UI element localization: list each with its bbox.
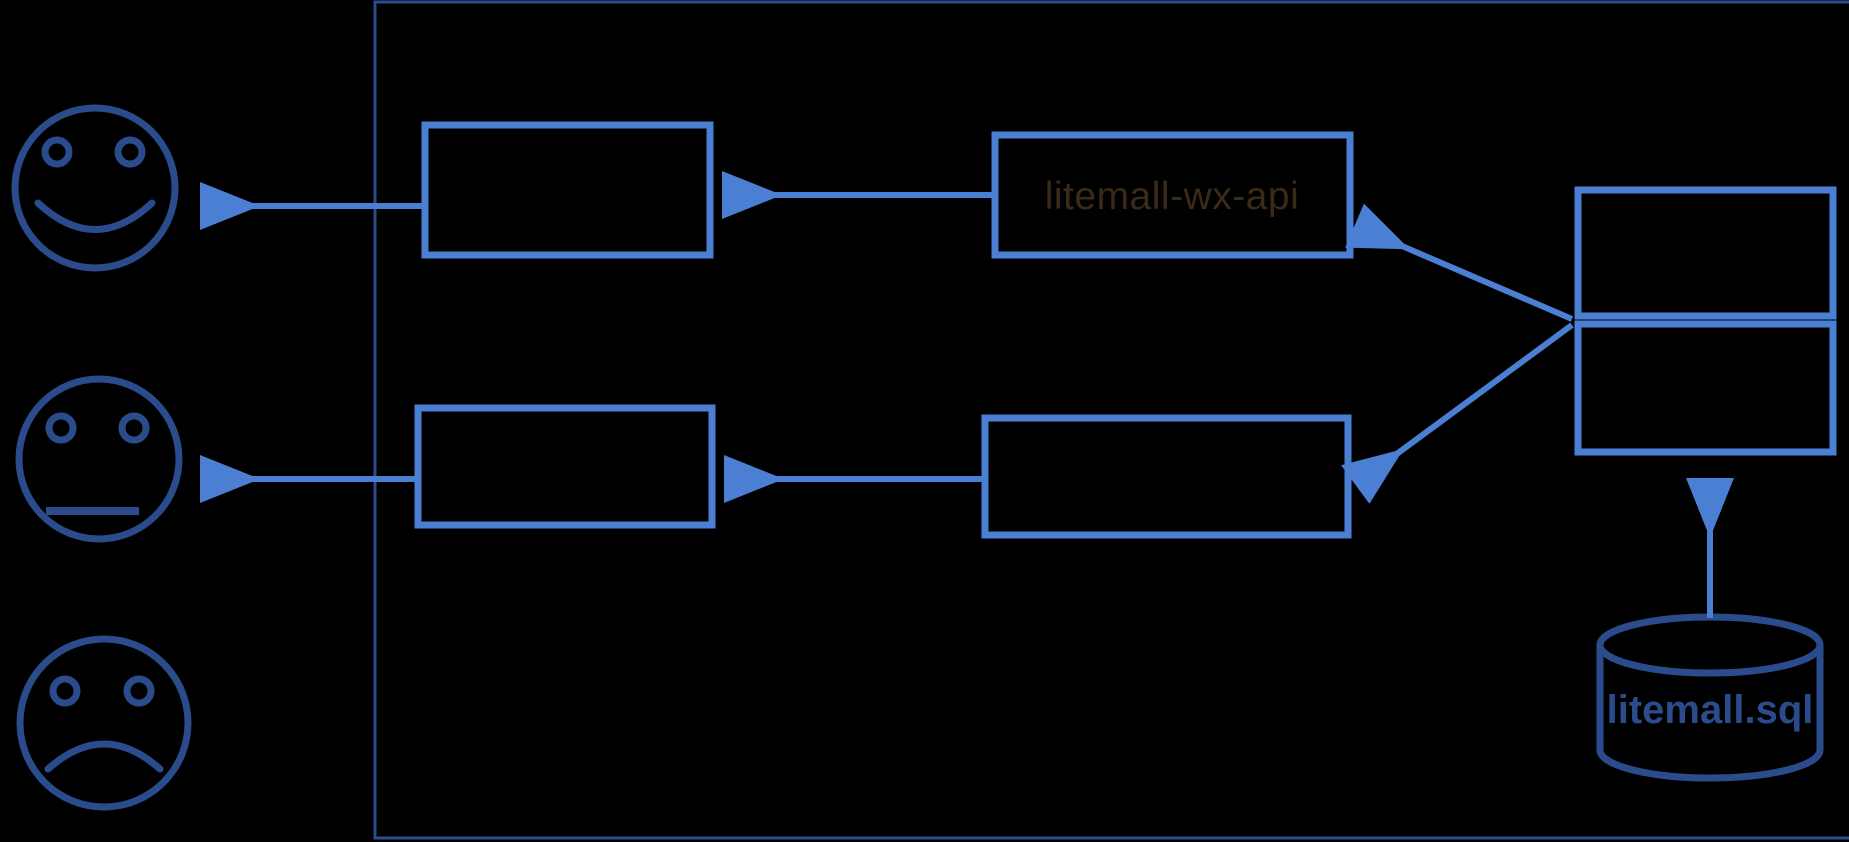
database-cylinder-top-icon bbox=[1596, 613, 1824, 677]
actor-sad-face[interactable] bbox=[16, 635, 192, 811]
neutral-face-outline bbox=[15, 375, 183, 543]
actor-neutral-face[interactable] bbox=[15, 375, 183, 543]
database-cylinder-body-icon bbox=[1596, 645, 1824, 782]
box-litemall-wx-api-label: litemall-wx-api bbox=[1045, 175, 1300, 218]
neutral-face-right-eye-icon bbox=[118, 412, 150, 444]
arrow-service-to-wx-api bbox=[1345, 203, 1574, 322]
actor-happy-face[interactable] bbox=[11, 104, 179, 272]
database-label: litemall.sql bbox=[1607, 688, 1814, 732]
happy-face-outline bbox=[11, 104, 179, 272]
happy-face-smile-icon bbox=[34, 199, 156, 233]
neutral-face-left-eye-icon bbox=[45, 412, 77, 444]
database-litemall-sql[interactable]: litemall.sql bbox=[1596, 613, 1824, 782]
sad-face-right-eye-icon bbox=[123, 675, 155, 707]
happy-face-right-eye-icon bbox=[114, 136, 146, 168]
system-boundary bbox=[373, 0, 1849, 840]
sad-face-left-eye-icon bbox=[49, 675, 81, 707]
happy-face-left-eye-icon bbox=[41, 136, 73, 168]
sad-face-outline bbox=[16, 635, 192, 811]
box-admin-api[interactable] bbox=[981, 414, 1352, 539]
box-frontend-top[interactable] bbox=[421, 121, 714, 259]
arrow-service-to-admin-api bbox=[1340, 322, 1574, 504]
box-service-bottom[interactable] bbox=[1574, 320, 1837, 456]
box-service-top[interactable] bbox=[1574, 186, 1837, 320]
sad-face-frown-icon bbox=[44, 740, 164, 773]
box-frontend-bottom[interactable] bbox=[414, 404, 716, 529]
box-litemall-wx-api[interactable] bbox=[991, 131, 1354, 259]
